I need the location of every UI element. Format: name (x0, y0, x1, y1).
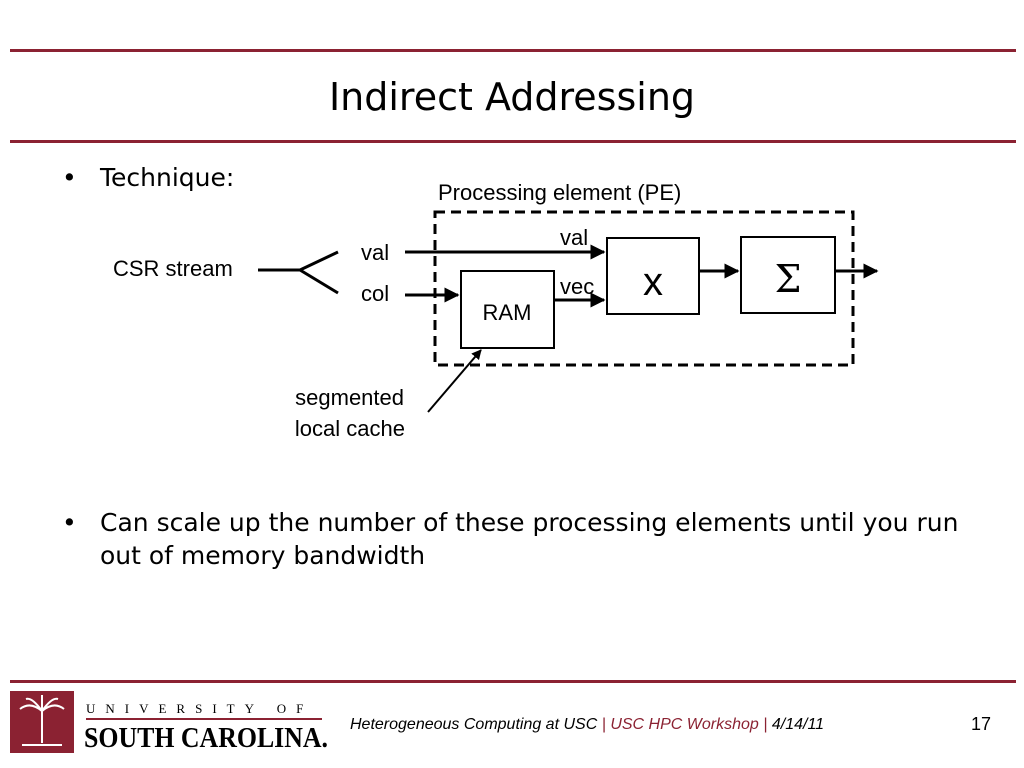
cache-label-line1: segmented (295, 385, 404, 410)
sum-label: Σ (775, 257, 802, 301)
csr-stream-label: CSR stream (113, 256, 233, 281)
footer-rule (10, 680, 1016, 683)
col-label: col (361, 281, 389, 306)
ram-label: RAM (483, 300, 532, 325)
footer-text: Heterogeneous Computing at USC | USC HPC… (350, 716, 824, 734)
bullet-dot: • (62, 508, 77, 537)
cache-label-line2: local cache (295, 416, 405, 441)
bullet-dot: • (62, 163, 77, 192)
university-logo: UNIVERSITY OF SOUTH CAROLINA. (10, 691, 328, 754)
vec-label: vec (560, 274, 594, 299)
bullet-text: Can scale up the number of these process… (100, 508, 959, 570)
slide-title: Indirect Addressing (328, 75, 696, 119)
pe-diagram: Processing element (PE) CSR stream val c… (113, 180, 879, 441)
pe-label: Processing element (PE) (438, 180, 681, 205)
footer-date: 4/14/11 (771, 716, 825, 733)
logo-south-carolina-text: SOUTH CAROLINA. (84, 722, 328, 754)
title-rule (10, 140, 1016, 143)
palmetto-tree-icon (19, 695, 65, 746)
bullet-text: Technique: (100, 163, 235, 192)
footer-separator: | (763, 716, 768, 733)
multiplier-box (606, 237, 700, 315)
split-upper (299, 250, 339, 272)
page-number: 17 (971, 714, 992, 734)
sum-box (740, 236, 836, 314)
pe-boundary (433, 210, 855, 367)
footer-presentation-title: Heterogeneous Computing at USC (350, 716, 598, 733)
bullet-item: • Can scale up the number of these proce… (62, 506, 972, 572)
ram-box (460, 270, 555, 349)
footer-event: USC HPC Workshop (610, 716, 759, 733)
val-in-label: val (560, 225, 588, 250)
val-label: val (361, 240, 389, 265)
split-lower (299, 268, 339, 295)
multiplier-label: x (643, 260, 663, 304)
top-rule (10, 49, 1016, 52)
logo-university-text: UNIVERSITY OF (86, 701, 313, 716)
cache-pointer (427, 349, 482, 413)
bullet-item: • Technique: (62, 161, 234, 194)
footer-separator: | (601, 716, 606, 733)
